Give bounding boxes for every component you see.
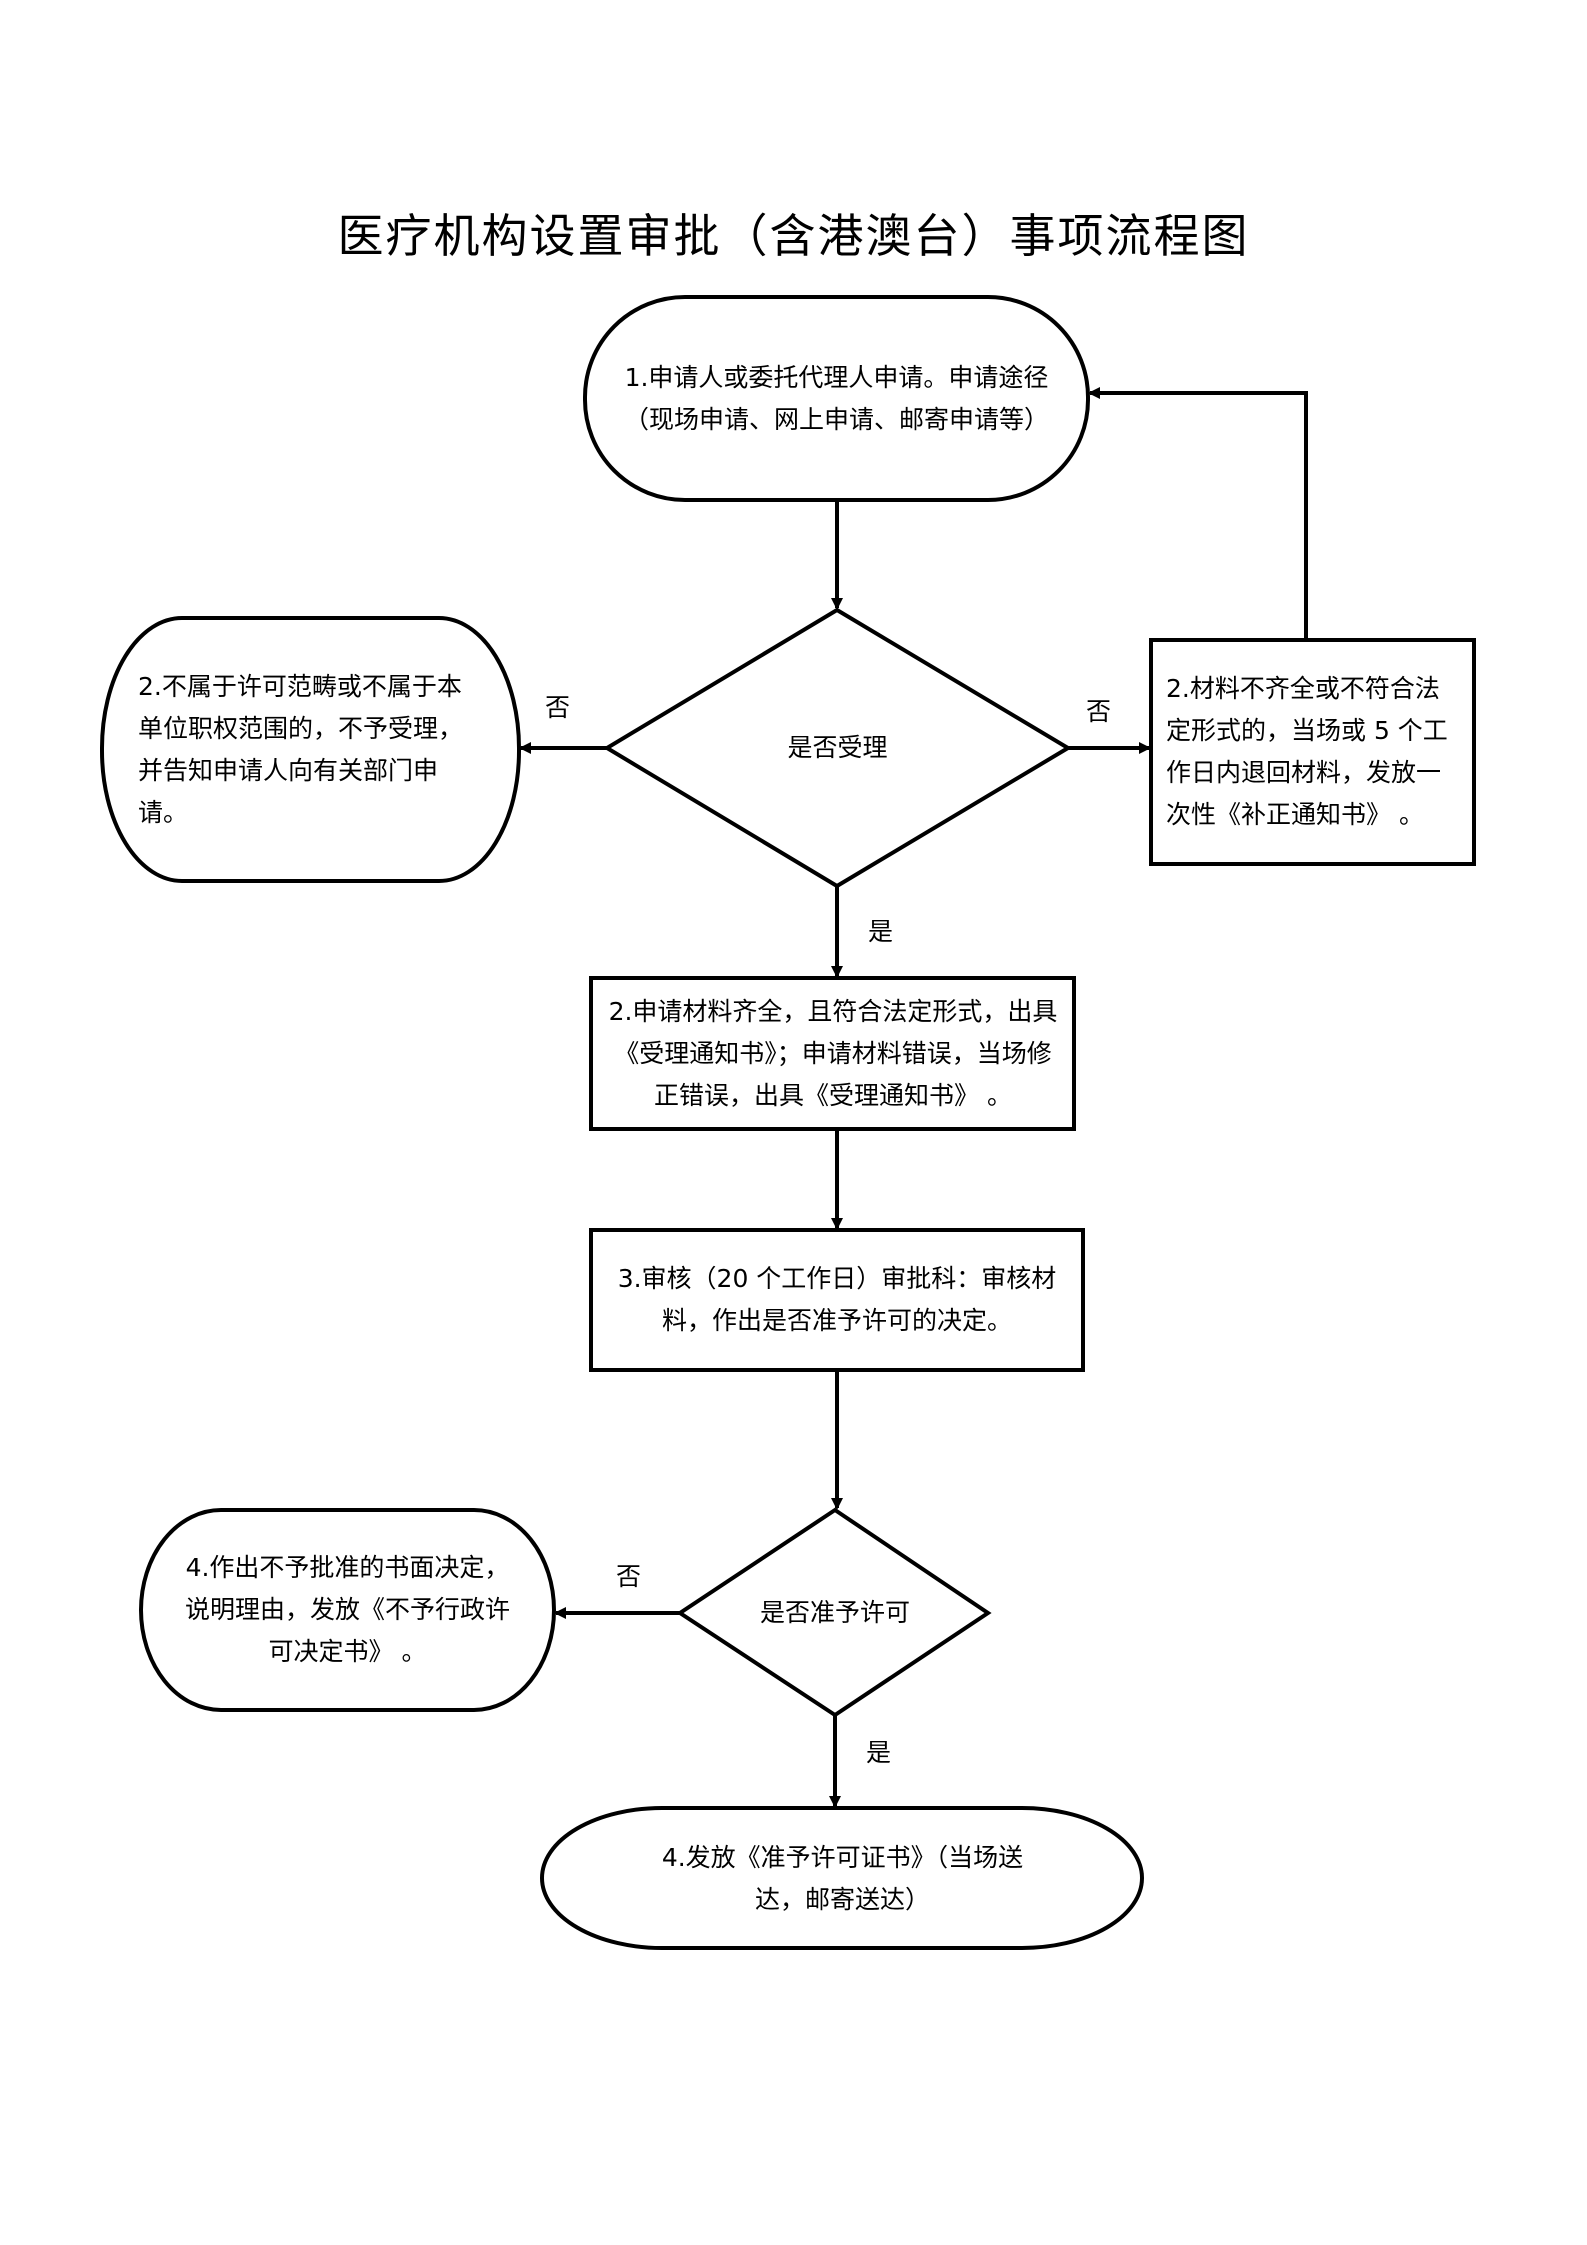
reject-scope-node: 2.不属于许可范畴或不属于本单位职权范围的，不予受理，并告知申请人向有关部门申请… xyxy=(138,660,483,840)
accept-decision-node: 是否受理 xyxy=(700,725,975,771)
incomplete-text: 2.材料不齐全或不符合法定形式的，当场或 5 个工作日内退回材料，发放一次性《补… xyxy=(1166,674,1448,829)
label-yes-permit: 是 xyxy=(866,1738,892,1767)
grant-text: 4.发放《准予许可证书》（当场送达，邮寄送达） xyxy=(661,1843,1024,1914)
accepted-node: 2.申请材料齐全，且符合法定形式，出具《受理通知书》；申请材料错误，当场修正错误… xyxy=(608,985,1058,1122)
apply-node: 1.申请人或委托代理人申请。申请途径（现场申请、网上申请、邮寄申请等） xyxy=(620,330,1053,467)
incomplete-shape xyxy=(1149,638,1476,866)
label-no-right: 否 xyxy=(1086,697,1112,726)
accepted-shape xyxy=(589,976,1076,1131)
deny-text: 4.作出不予批准的书面决定，说明理由，发放《不予行政许可决定书》 。 xyxy=(184,1553,510,1666)
deny-node: 4.作出不予批准的书面决定，说明理由，发放《不予行政许可决定书》 。 xyxy=(176,1540,519,1680)
page-title: 医疗机构设置审批（含港澳台）事项流程图 xyxy=(337,209,1250,263)
reject-scope-text: 2.不属于许可范畴或不属于本单位职权范围的，不予受理，并告知申请人向有关部门申请… xyxy=(138,672,464,827)
review-node: 3.审核（20 个工作日）审批科：审核材料，作出是否准予许可的决定。 xyxy=(606,1237,1068,1363)
grant-shape xyxy=(540,1806,1144,1950)
incomplete-node: 2.材料不齐全或不符合法定形式的，当场或 5 个工作日内退回材料，发放一次性《补… xyxy=(1166,650,1461,854)
grant-node: 4.发放《准予许可证书》（当场送达，邮寄送达） xyxy=(655,1834,1030,1924)
accept-decision-text: 是否受理 xyxy=(787,733,888,762)
arrow-incomplete-to-apply xyxy=(1088,387,1308,640)
label-no-permit: 否 xyxy=(616,1562,642,1591)
accepted-text: 2.申请材料齐全，且符合法定形式，出具《受理通知书》；申请材料错误，当场修正错误… xyxy=(608,996,1058,1110)
label-no-left: 否 xyxy=(545,693,571,722)
review-text: 3.审核（20 个工作日）审批科：审核材料，作出是否准予许可的决定。 xyxy=(617,1264,1057,1335)
label-yes-accept: 是 xyxy=(868,917,894,946)
apply-text: 1.申请人或委托代理人申请。申请途径（现场申请、网上申请、邮寄申请等） xyxy=(623,362,1049,434)
permit-decision-node: 是否准予许可 xyxy=(757,1570,913,1656)
permit-decision-text: 是否准予许可 xyxy=(759,1598,910,1627)
